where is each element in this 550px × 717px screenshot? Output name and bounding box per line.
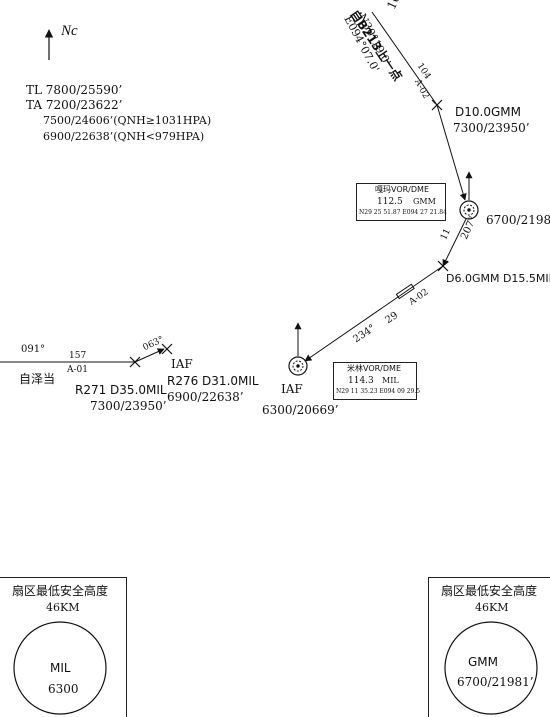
gmm-vor-freq: 112.5 — [377, 197, 403, 207]
msa-right-circle — [444, 621, 538, 715]
fix-r271-altitude: 7300/23950’ — [90, 399, 167, 413]
gmm-vor-ident: GMM — [413, 197, 436, 206]
mil-iaf-label: IAF — [281, 382, 303, 396]
msa-right-altitude: 6700/21981’ — [457, 675, 534, 689]
msa-left-title: 扇区最低安全高度 — [12, 584, 109, 598]
route-gmm-to-d6 — [442, 218, 467, 267]
fix-r276-radial: R276 D31.0MIL — [167, 374, 259, 388]
transition-altitude: TA 7200/23622’ — [26, 98, 123, 112]
msa-left-ident: MIL — [50, 661, 71, 675]
msa-left-radius: 46KM — [46, 601, 80, 614]
msa-left-box: 扇区最低安全高度 46KM MIL 6300 — [0, 577, 127, 717]
fix-d6-label: D6.0GMM D15.5MIL — [446, 272, 550, 285]
fix-r276-iaf: IAF — [171, 357, 193, 371]
leg-a02-holding-bar — [395, 283, 415, 300]
fix-r271-radial: R271 D35.0MIL — [75, 383, 167, 397]
msa-right-radius: 46KM — [475, 601, 509, 614]
west-segment: A-01 — [67, 365, 88, 375]
msa-right-box: 扇区最低安全高度 46KM GMM 6700/21981’ — [428, 577, 550, 717]
north-label: Nc — [61, 23, 78, 39]
mil-vor-coords: N29 11 35.23 E094 09 29.5 — [336, 388, 421, 395]
route-d10-to-gmm — [436, 104, 467, 201]
msa-left-altitude: 6300 — [48, 682, 79, 696]
west-bearing: 157 — [69, 351, 87, 361]
top-route-line — [371, 11, 438, 106]
alt-qnh-high: 7500/24606’(QNH≥1031HPA) — [43, 114, 212, 127]
mil-vor-symbol — [288, 356, 308, 376]
west-turn-line — [134, 348, 165, 363]
alt-qnh-low: 6900/22638’(QNH<979HPA) — [43, 130, 205, 143]
west-course-in: 091° — [21, 344, 46, 355]
mil-iaf-altitude: 6300/20669’ — [262, 403, 339, 417]
gmm-vor-coords: N29 25 51.87 E094 27 21.84 — [359, 209, 447, 216]
fix-d10-distance: D10.0GMM — [455, 105, 521, 119]
mil-vor-ident: MIL — [382, 376, 399, 385]
mil-vor-name: 米林VOR/DME — [347, 364, 401, 373]
fix-d10-altitude: 7300/23950’ — [453, 121, 530, 135]
west-origin: 自泽当 — [19, 372, 56, 386]
msa-right-ident: GMM — [468, 655, 499, 669]
gmm-vor-name: 嘎玛VOR/DME — [375, 185, 429, 194]
gmm-vor-box: 嘎玛VOR/DME 112.5 GMM N29 25 51.87 E094 27… — [356, 183, 447, 221]
transition-level: TL 7800/25590’ — [26, 83, 123, 97]
msa-right-title: 扇区最低安全高度 — [441, 584, 538, 598]
mil-vor-freq: 114.3 — [348, 376, 374, 386]
fix-r276-altitude: 6900/22638’ — [167, 390, 244, 404]
gmm-vor-altitude: 6700/21981’ — [486, 213, 550, 227]
gmm-vor-symbol — [459, 200, 479, 220]
fix-cross-r276 — [161, 343, 173, 355]
msa-left-circle — [13, 621, 107, 715]
leg-a02-line — [304, 265, 444, 362]
mil-vor-box: 米林VOR/DME 114.3 MIL N29 11 35.23 E094 09… — [333, 362, 421, 400]
